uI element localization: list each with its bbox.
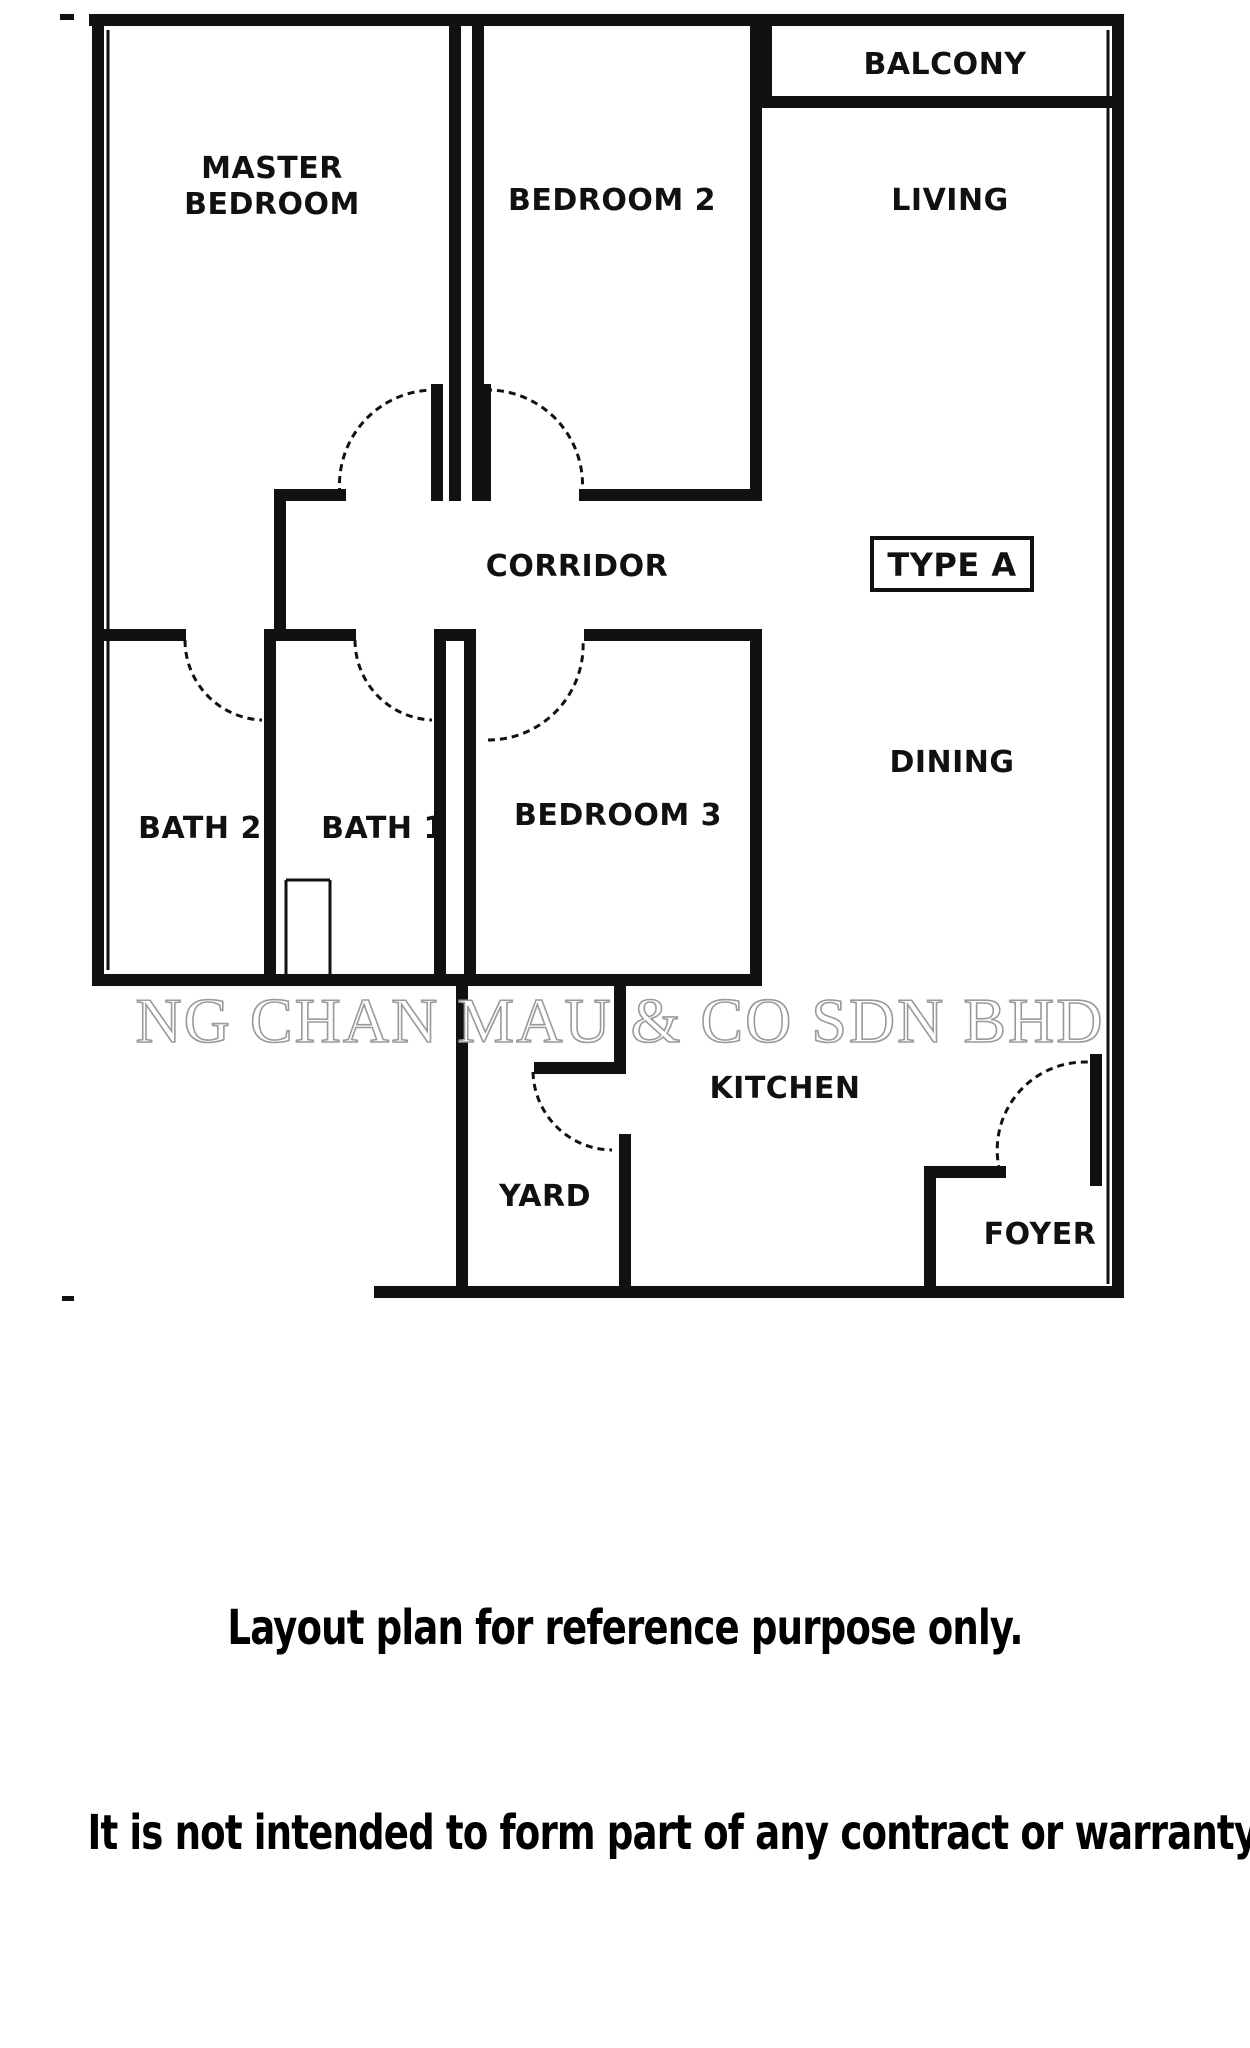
bath1-label: BATH 1 <box>321 811 445 846</box>
bedroom2-label: BEDROOM 2 <box>508 183 716 218</box>
type-label: TYPE A <box>887 546 1016 584</box>
foyer-label: FOYER <box>984 1217 1097 1252</box>
disclaimer-line-1: Layout plan for reference purpose only. <box>227 1600 1023 1656</box>
master-bedroom-label-line2: BEDROOM <box>184 187 360 222</box>
master-bedroom-label-line1: MASTER <box>201 151 343 186</box>
inner-lines <box>106 30 1110 1284</box>
living-label: LIVING <box>891 183 1008 218</box>
balcony-label: BALCONY <box>863 47 1027 82</box>
kitchen-label: KITCHEN <box>709 1071 860 1106</box>
dining-label: DINING <box>889 745 1014 780</box>
bath2-label: BATH 2 <box>138 811 262 846</box>
corridor-label: CORRIDOR <box>486 549 668 584</box>
corner-marks <box>60 14 74 1301</box>
type-box <box>870 536 1034 592</box>
bedroom3-label: BEDROOM 3 <box>514 798 722 833</box>
watermark: NG CHAN MAU & CO SDN BHD <box>136 985 1105 1056</box>
yard-label: YARD <box>498 1179 591 1214</box>
walls <box>89 14 1124 1298</box>
disclaimer-line-2: It is not intended to form part of any c… <box>87 1805 1250 1861</box>
door-swings <box>183 388 1089 1173</box>
floor-plan: BALCONY MASTER BEDROOM BEDROOM 2 LIVING … <box>60 14 1124 1301</box>
